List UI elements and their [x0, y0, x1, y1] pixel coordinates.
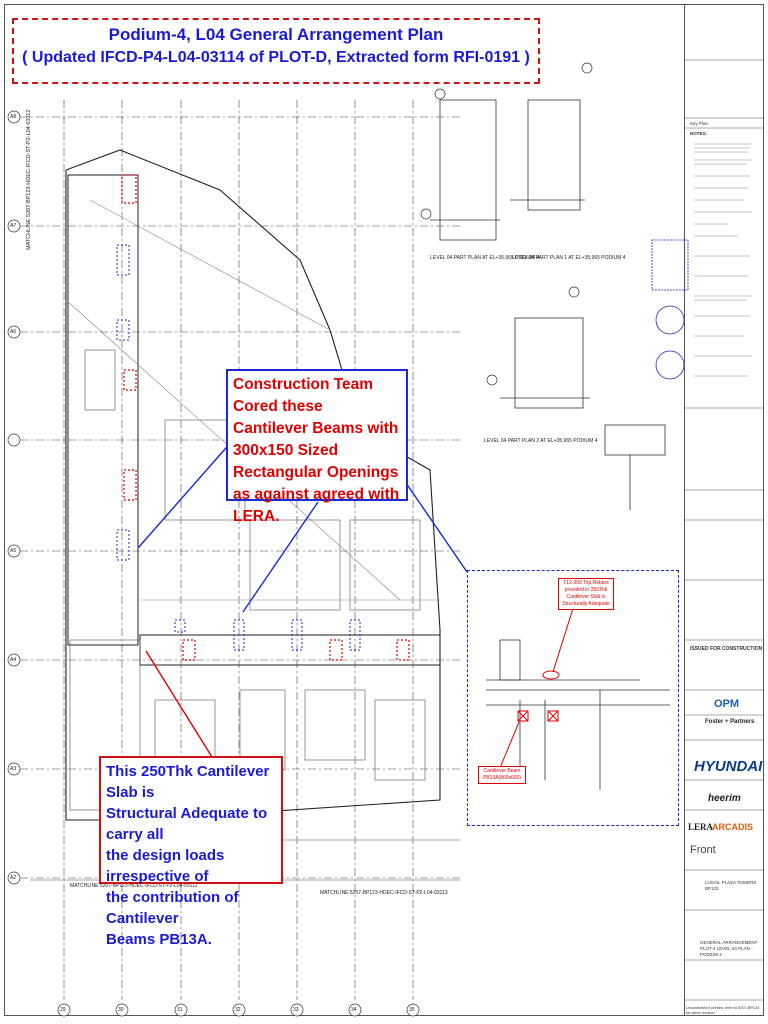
grid-label-a4: A4 — [10, 657, 17, 663]
callout-slab-line: Beams PB13A. — [106, 931, 212, 948]
opm-logo: OPM — [714, 698, 740, 710]
callout-cored-openings: Construction Team Cored these Cantilever… — [226, 369, 408, 525]
grid-label-33: 33 — [293, 1007, 299, 1013]
callout-slab-line: the design loads irrespective of — [106, 847, 225, 885]
callout-slab-line: Structural Adequate to carry all — [106, 805, 268, 843]
matchline-bottom-1: MATCHLINE 5207-BP123-HDEC-IFCD-ST-P2-L04… — [70, 883, 198, 889]
foster-partners-logo: Foster + Partners — [705, 719, 755, 725]
footer-note: Uncontrolled if printed, refer to 5207-B… — [686, 1006, 760, 1015]
matchline-bottom-2: MATCHLINE 5207-BP123-HDEC-IFCD-ST-P2-L04… — [320, 890, 448, 896]
callout-slab-line: the contribution of Cantilever — [106, 889, 239, 927]
grid-label-35: 35 — [409, 1007, 415, 1013]
grid-label-32: 32 — [235, 1007, 241, 1013]
grid-label-a5: A5 — [10, 548, 17, 554]
key-plan-label: Key Plan — [690, 121, 709, 126]
part-plan-label: LEVEL 04 PART PLAN AT EL+35,965 PODIUM 4 — [430, 255, 540, 261]
issued-for-construction: ISSUED FOR CONSTRUCTION — [690, 646, 763, 652]
grid-label-a7: A7 — [10, 223, 17, 229]
part-plan-1-label: LEVEL 04 PART PLAN 1 AT EL+35,965 PODIUM… — [512, 255, 626, 261]
detail-beam-label: Cantilever Beam PB13A(800x600) — [478, 766, 526, 784]
notes-text — [688, 136, 758, 396]
callout-cantilever-slab: This 250Thk Cantilever Slab is Structura… — [99, 756, 283, 948]
grid-label-a2: A2 — [10, 875, 17, 881]
title-line-2: ( Updated IFCD-P4-L04-03114 of PLOT-D, E… — [22, 49, 530, 66]
matchline-left: MATCHLINE 5207-BP123-HDEC-IFCD-ST-P2-L04… — [26, 109, 32, 250]
callout-slab-line: This 250Thk Cantilever Slab is — [106, 763, 270, 801]
part-plan-2-label: LEVEL 04 PART PLAN 2 AT EL+35,965 PODIUM… — [484, 438, 598, 444]
drawing-title-box: Podium-4, L04 General Arrangement Plan (… — [12, 18, 540, 84]
heerim-logo: heerim — [708, 793, 741, 804]
title-line-1: Podium-4, L04 General Arrangement Plan — [108, 25, 444, 44]
hyundai-logo: HYUNDAI — [694, 758, 763, 775]
grid-label-34: 34 — [351, 1007, 357, 1013]
grid-label-a6: A6 — [10, 329, 17, 335]
arcadis-logo: ARCADIS — [712, 822, 754, 832]
front-logo: Front — [690, 844, 716, 856]
title-block — [684, 4, 764, 1016]
grid-label-a8: A8 — [10, 114, 17, 120]
project-name: LUSAIL PLAZA TOWERS BP123 — [705, 880, 757, 891]
grid-label-a3: A3 — [10, 766, 17, 772]
section-detail-box — [467, 570, 679, 826]
detail-rebar-note: T12-200 Top Rebars provided in 250Thk Ca… — [558, 578, 614, 610]
grid-label-29: 29 — [60, 1007, 66, 1013]
lera-logo: LERA — [688, 822, 714, 832]
drawing-title: GENERAL ARRANGEMENT PLOT-4 LEVEL 04 PLAN… — [700, 940, 758, 957]
grid-label-30: 30 — [118, 1007, 124, 1013]
notes-heading: NOTES: — [690, 131, 708, 136]
sheet-border — [4, 4, 764, 1016]
grid-label-31: 31 — [177, 1007, 183, 1013]
